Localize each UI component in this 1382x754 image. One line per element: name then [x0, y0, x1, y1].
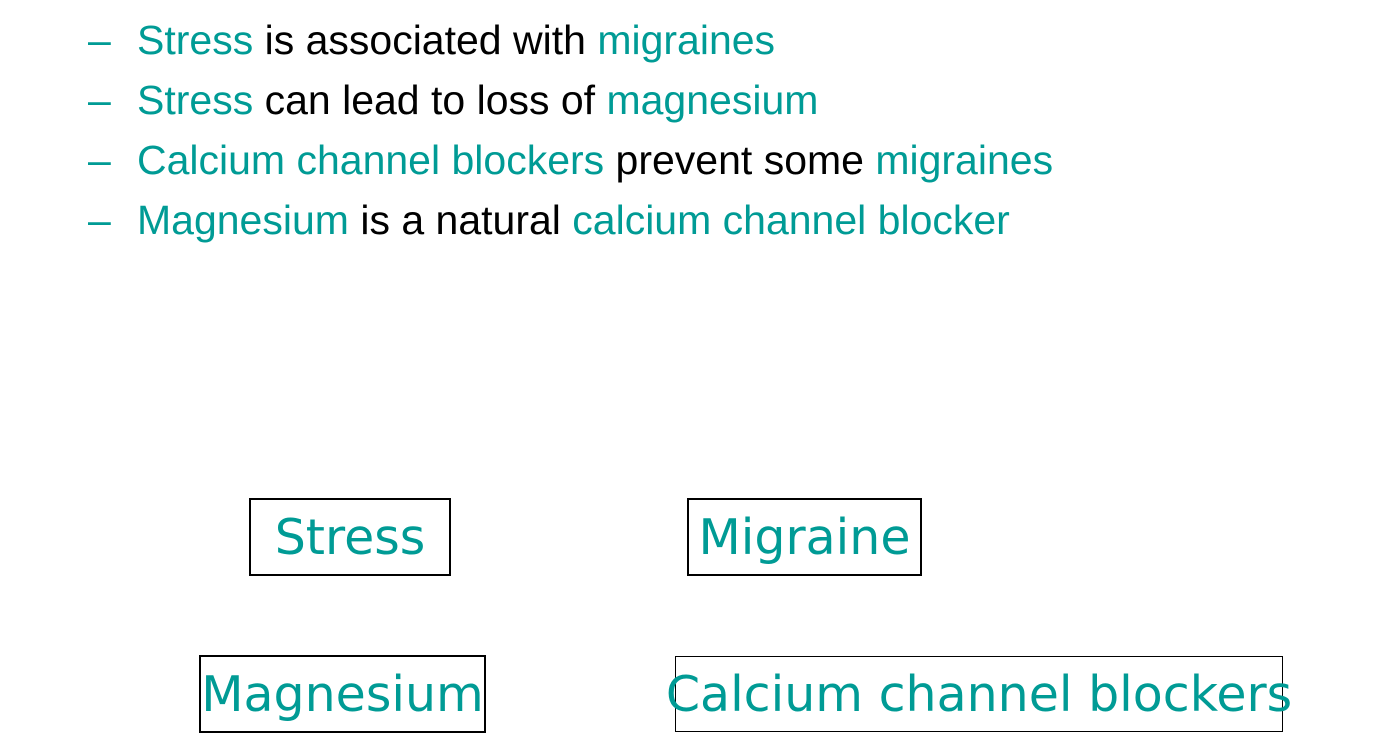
bullet-dash: –: [88, 77, 111, 123]
calcium-channel-blockers-box[interactable]: Calcium channel blockers: [666, 656, 1292, 732]
bullet-dash: –: [88, 197, 111, 243]
bullet-text: Stress is associated with migraines: [137, 14, 775, 66]
term-stress: Stress: [137, 17, 254, 63]
magnesium-box[interactable]: Magnesium: [199, 655, 486, 733]
bullet-dash: –: [88, 17, 111, 63]
connector-text: can lead to loss of: [253, 77, 607, 123]
stress-box[interactable]: Stress: [249, 498, 451, 576]
term-migraines: migraines: [875, 137, 1054, 183]
migraine-box[interactable]: Migraine: [687, 498, 922, 576]
connector-text: prevent some: [604, 137, 876, 183]
term-magnesium: Magnesium: [137, 197, 349, 243]
term-calcium-channel-blocker: calcium channel blocker: [572, 197, 1010, 243]
bullet-text: Stress can lead to loss of magnesium: [137, 74, 818, 126]
term-migraines: migraines: [597, 17, 776, 63]
connector-text: is a natural: [348, 197, 573, 243]
term-magnesium: magnesium: [606, 77, 819, 123]
connector-text: is associated with: [253, 17, 598, 63]
term-stress: Stress: [137, 77, 254, 123]
bullet-dash: –: [88, 137, 111, 183]
term-calcium-channel-blockers: Calcium channel blockers: [137, 137, 605, 183]
bullet-text: Magnesium is a natural calcium channel b…: [137, 194, 1010, 246]
bullet-text: Calcium channel blockers prevent some mi…: [137, 134, 1053, 186]
